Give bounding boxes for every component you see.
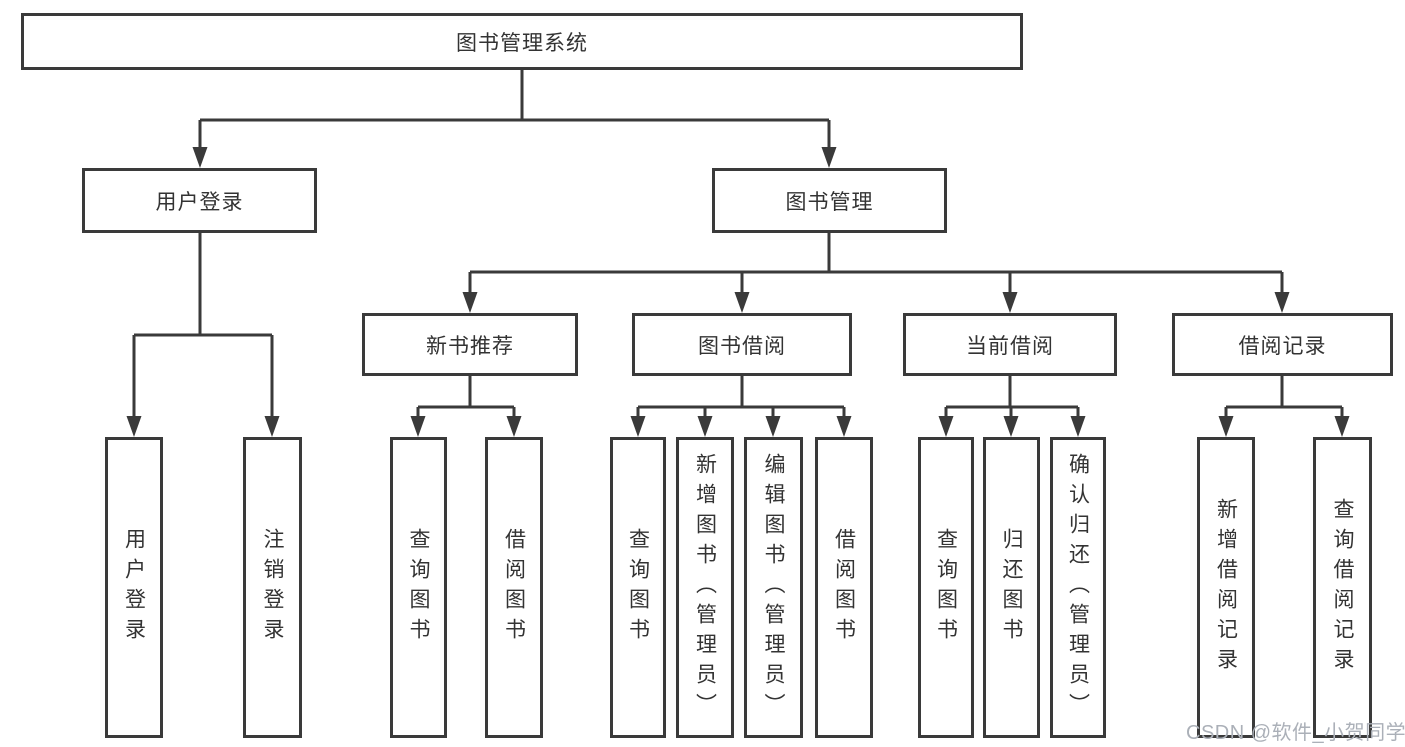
node-new-book-recommend: 新书推荐	[362, 313, 578, 376]
node-current-borrowing-label: 当前借阅	[966, 334, 1054, 358]
leaf-return-books-label: 归还图书	[1000, 527, 1023, 648]
node-root-label: 图书管理系统	[456, 31, 588, 55]
leaf-return-books: 归还图书	[983, 437, 1040, 738]
leaf-borrow-books-borrowing-label: 借阅图书	[832, 527, 856, 648]
leaf-borrow-books-recommend-label: 借阅图书	[502, 527, 526, 648]
leaf-logout: 注销登录	[243, 437, 302, 738]
leaf-logout-label: 注销登录	[261, 527, 284, 648]
node-book-borrowing-label: 图书借阅	[698, 334, 786, 358]
csdn-watermark: CSDN @软件_小贺同学	[1186, 722, 1405, 744]
leaf-confirm-return-admin: 确认归还（管理员）	[1050, 437, 1106, 738]
leaf-query-books-current-label: 查询图书	[934, 527, 958, 648]
leaf-user-login-label: 用户登录	[122, 527, 146, 648]
node-book-borrowing: 图书借阅	[632, 313, 852, 376]
leaf-edit-books-admin: 编辑图书（管理员）	[744, 437, 803, 738]
node-current-borrowing: 当前借阅	[903, 313, 1117, 376]
leaf-query-books-current: 查询图书	[918, 437, 974, 738]
leaf-edit-books-admin-label: 编辑图书（管理员）	[762, 452, 785, 723]
node-book-management: 图书管理	[712, 168, 947, 233]
leaf-borrow-books-borrowing: 借阅图书	[815, 437, 873, 738]
node-root-library-system: 图书管理系统	[21, 13, 1023, 70]
leaf-user-login: 用户登录	[105, 437, 163, 738]
node-user-login-label: 用户登录	[155, 190, 244, 214]
leaf-query-books-recommend-label: 查询图书	[407, 527, 430, 648]
leaf-query-borrow-record-label: 查询借阅记录	[1331, 497, 1354, 678]
leaf-confirm-return-admin-label: 确认归还（管理员）	[1066, 452, 1090, 723]
leaf-add-borrow-record: 新增借阅记录	[1197, 437, 1255, 738]
node-borrowing-records-label: 借阅记录	[1238, 334, 1327, 358]
node-user-login: 用户登录	[82, 168, 317, 233]
leaf-query-books-borrowing: 查询图书	[610, 437, 666, 738]
leaf-add-books-admin: 新增图书（管理员）	[676, 437, 734, 738]
leaf-add-borrow-record-label: 新增借阅记录	[1214, 497, 1238, 678]
leaf-query-books-recommend: 查询图书	[390, 437, 447, 738]
node-book-management-label: 图书管理	[785, 190, 874, 214]
node-new-book-recommend-label: 新书推荐	[426, 334, 514, 358]
leaf-query-books-borrowing-label: 查询图书	[626, 527, 650, 648]
leaf-query-borrow-record: 查询借阅记录	[1313, 437, 1372, 738]
node-borrowing-records: 借阅记录	[1172, 313, 1393, 376]
leaf-borrow-books-recommend: 借阅图书	[485, 437, 543, 738]
leaf-add-books-admin-label: 新增图书（管理员）	[693, 452, 717, 723]
